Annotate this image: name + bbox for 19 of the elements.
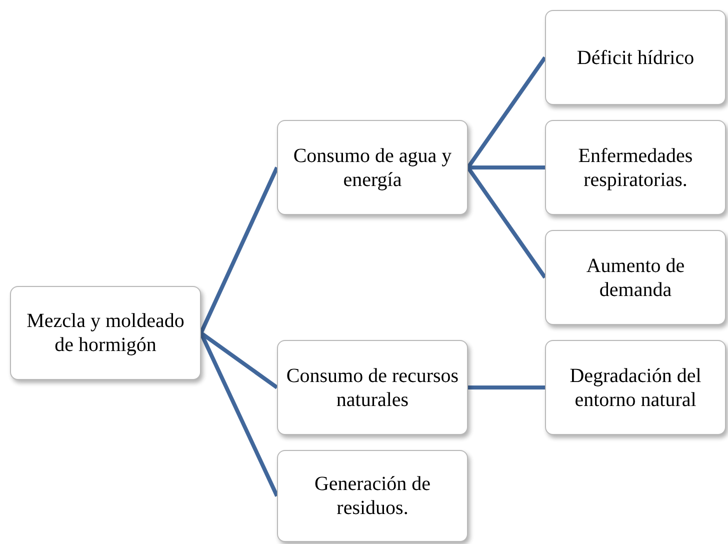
node-box (545, 230, 726, 325)
node-box (545, 340, 726, 435)
node-label: Enfermedades respiratorias. (577, 144, 694, 192)
node-label: Mezcla y moldeado de hormigón (26, 309, 186, 357)
connector-line (199, 166, 279, 334)
node-box (277, 450, 468, 542)
node-box (10, 286, 201, 380)
node-box (545, 10, 726, 105)
node-box (277, 340, 468, 435)
node-label: Déficit hídrico (576, 46, 694, 70)
node-label: Consumo de agua y energía (292, 144, 453, 192)
connector-line (468, 386, 545, 390)
node-box (277, 120, 468, 215)
node-box (545, 120, 726, 215)
node-label: Aumento de demanda (585, 254, 686, 302)
node-label: Degradación del entorno natural (568, 364, 702, 412)
connector-line (468, 166, 545, 170)
node-label: Generación de residuos. (313, 472, 432, 520)
node-label: Consumo de recursos naturales (285, 364, 460, 412)
